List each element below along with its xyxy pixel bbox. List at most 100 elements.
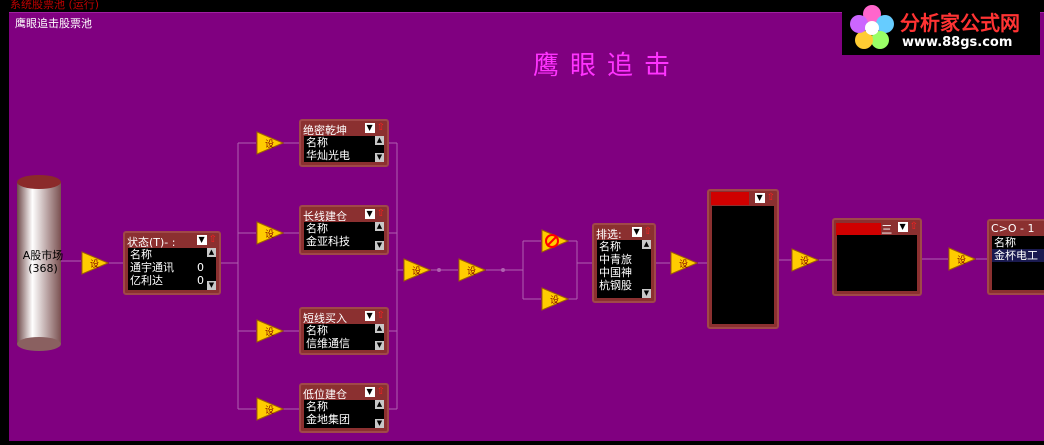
- condition-node[interactable]: 设: [256, 219, 285, 247]
- condition-node[interactable]: 设: [256, 317, 285, 345]
- menu-icon[interactable]: ▼: [897, 222, 908, 232]
- condition-node[interactable]: 设: [256, 395, 285, 423]
- scroll-up-icon[interactable]: ▲: [207, 248, 216, 257]
- menu-icon[interactable]: ▼: [364, 311, 375, 321]
- up-arrow-icon[interactable]: ⇧: [376, 208, 385, 219]
- condition-node[interactable]: 设: [670, 249, 699, 277]
- list-header: 名称: [306, 400, 328, 413]
- menu-icon[interactable]: ▼: [364, 123, 375, 133]
- scroll-down-icon[interactable]: ▼: [375, 341, 384, 350]
- filter-list[interactable]: [837, 235, 917, 291]
- condition-node[interactable]: 设: [403, 256, 432, 284]
- scroll-up-icon[interactable]: ▲: [642, 240, 651, 249]
- set-triangle-icon: 设: [458, 258, 487, 282]
- scroll-down-icon[interactable]: ▼: [375, 153, 384, 162]
- set-triangle-icon: 设: [791, 248, 820, 272]
- set-triangle-icon: 设: [541, 287, 570, 311]
- up-arrow-icon[interactable]: ⇧: [909, 221, 918, 232]
- list-item[interactable]: 信维通信: [306, 337, 350, 350]
- set-triangle-icon: 设: [403, 258, 432, 282]
- sort-box[interactable]: 排选: ▼⇧ 名称 中青旅 中国神 杭钢股 ▲▼: [592, 223, 656, 303]
- scroll-up-icon[interactable]: ▲: [375, 324, 384, 333]
- list-item[interactable]: 金地集团: [306, 413, 350, 426]
- strategy-list[interactable]: 名称 华灿光电 ▲▼: [304, 136, 384, 162]
- node-label: 设: [265, 139, 274, 150]
- menu-icon[interactable]: ▼: [631, 227, 642, 237]
- up-arrow-icon[interactable]: ⇧: [766, 192, 775, 203]
- condition-node[interactable]: 设: [81, 249, 110, 277]
- scroll-down-icon[interactable]: ▼: [642, 289, 651, 298]
- list-item[interactable]: 中青旅: [599, 253, 632, 266]
- scroll-down-icon[interactable]: ▼: [375, 241, 384, 250]
- strategy-list[interactable]: 名称 金亚科技 ▲▼: [304, 222, 384, 250]
- list-header: 名称: [994, 236, 1016, 249]
- condition-node[interactable]: 设: [791, 246, 820, 274]
- window-titlebar: 系统股票池 (运行): [0, 0, 1044, 12]
- strategy-list[interactable]: 名称 金地集团 ▲▼: [304, 400, 384, 428]
- scroll-down-icon[interactable]: ▼: [207, 281, 216, 290]
- list-item[interactable]: 金亚科技: [306, 235, 350, 248]
- condition-node[interactable]: 设: [541, 285, 570, 313]
- stock-market-source[interactable]: [17, 174, 61, 352]
- result-list[interactable]: 名称 金杯电工: [992, 236, 1044, 290]
- canvas-label: 鹰眼追击股票池: [15, 17, 92, 30]
- result-box[interactable]: C>O - 1 名称 金杯电工: [987, 219, 1044, 295]
- up-arrow-icon[interactable]: ⇧: [376, 122, 385, 133]
- scroll-up-icon[interactable]: ▲: [375, 222, 384, 231]
- source-count: (368): [28, 262, 58, 275]
- menu-icon[interactable]: ▼: [364, 209, 375, 219]
- menu-icon[interactable]: ▼: [364, 387, 375, 397]
- node-label: 设: [679, 259, 688, 270]
- scroll-up-icon[interactable]: ▲: [375, 400, 384, 409]
- pool-canvas[interactable]: 鹰眼追击股票池 鹰眼追击: [9, 12, 1044, 441]
- empty-result-box[interactable]: XXXXX ▼⇧: [707, 189, 779, 329]
- strategy-box-3[interactable]: 短线买入 ▼⇧ 名称 信维通信 ▲▼: [299, 307, 389, 355]
- box-controls[interactable]: ▼⇧: [754, 192, 775, 203]
- box-controls[interactable]: ▼⇧: [364, 386, 385, 397]
- scroll-up-icon[interactable]: ▲: [375, 136, 384, 145]
- scroll-down-icon[interactable]: ▼: [375, 419, 384, 428]
- list-item[interactable]: 金杯电工: [992, 249, 1044, 262]
- list-item[interactable]: 杭钢股: [599, 279, 632, 292]
- box-controls[interactable]: ▼⇧: [631, 226, 652, 237]
- box-controls[interactable]: ▼⇧: [364, 208, 385, 219]
- strategy-box-1[interactable]: 绝密乾坤 ▼⇧ 名称 华灿光电 ▲▼: [299, 119, 389, 167]
- up-arrow-icon[interactable]: ⇧: [208, 234, 217, 245]
- box-controls[interactable]: ▼⇧: [364, 310, 385, 321]
- list-item[interactable]: 华灿光电: [306, 149, 350, 162]
- window-title: 系统股票池 (运行): [10, 0, 100, 11]
- scrollbar[interactable]: ▲▼: [375, 222, 384, 250]
- negate-node[interactable]: [541, 227, 570, 255]
- list-item[interactable]: 中国神: [599, 266, 632, 279]
- scrollbar[interactable]: ▲▼: [207, 248, 216, 290]
- scrollbar[interactable]: ▲▼: [642, 240, 651, 298]
- scrollbar[interactable]: ▲▼: [375, 324, 384, 350]
- box-controls[interactable]: ▼⇧: [364, 122, 385, 133]
- up-arrow-icon[interactable]: ⇧: [376, 310, 385, 321]
- menu-icon[interactable]: ▼: [196, 235, 207, 245]
- menu-icon[interactable]: ▼: [754, 193, 765, 203]
- set-triangle-icon: 设: [81, 251, 110, 275]
- strategy-list[interactable]: 名称 信维通信 ▲▼: [304, 324, 384, 350]
- box-controls[interactable]: ▼⇧: [897, 221, 918, 232]
- sort-list[interactable]: 名称 中青旅 中国神 杭钢股 ▲▼: [597, 240, 651, 298]
- empty-list[interactable]: [712, 206, 774, 324]
- box-controls[interactable]: ▼⇧: [196, 234, 217, 245]
- strategy-title: 绝密乾坤: [303, 124, 347, 137]
- condition-node[interactable]: 设: [948, 245, 977, 273]
- strategy-box-4[interactable]: 低位建仓 ▼⇧ 名称 金地集团 ▲▼: [299, 383, 389, 433]
- scrollbar[interactable]: ▲▼: [375, 400, 384, 428]
- condition-node[interactable]: 设: [256, 129, 285, 157]
- condition-node[interactable]: 设: [458, 256, 487, 284]
- strategy-box-2[interactable]: 长线建仓 ▼⇧ 名称 金亚科技 ▲▼: [299, 205, 389, 255]
- node-label: 设: [265, 229, 274, 240]
- up-arrow-icon[interactable]: ⇧: [643, 226, 652, 237]
- filter-box[interactable]: XXXXXX三 ▼⇧: [832, 218, 922, 296]
- up-arrow-icon[interactable]: ⇧: [376, 386, 385, 397]
- scrollbar[interactable]: ▲▼: [375, 136, 384, 162]
- no-triangle-icon: [541, 229, 570, 253]
